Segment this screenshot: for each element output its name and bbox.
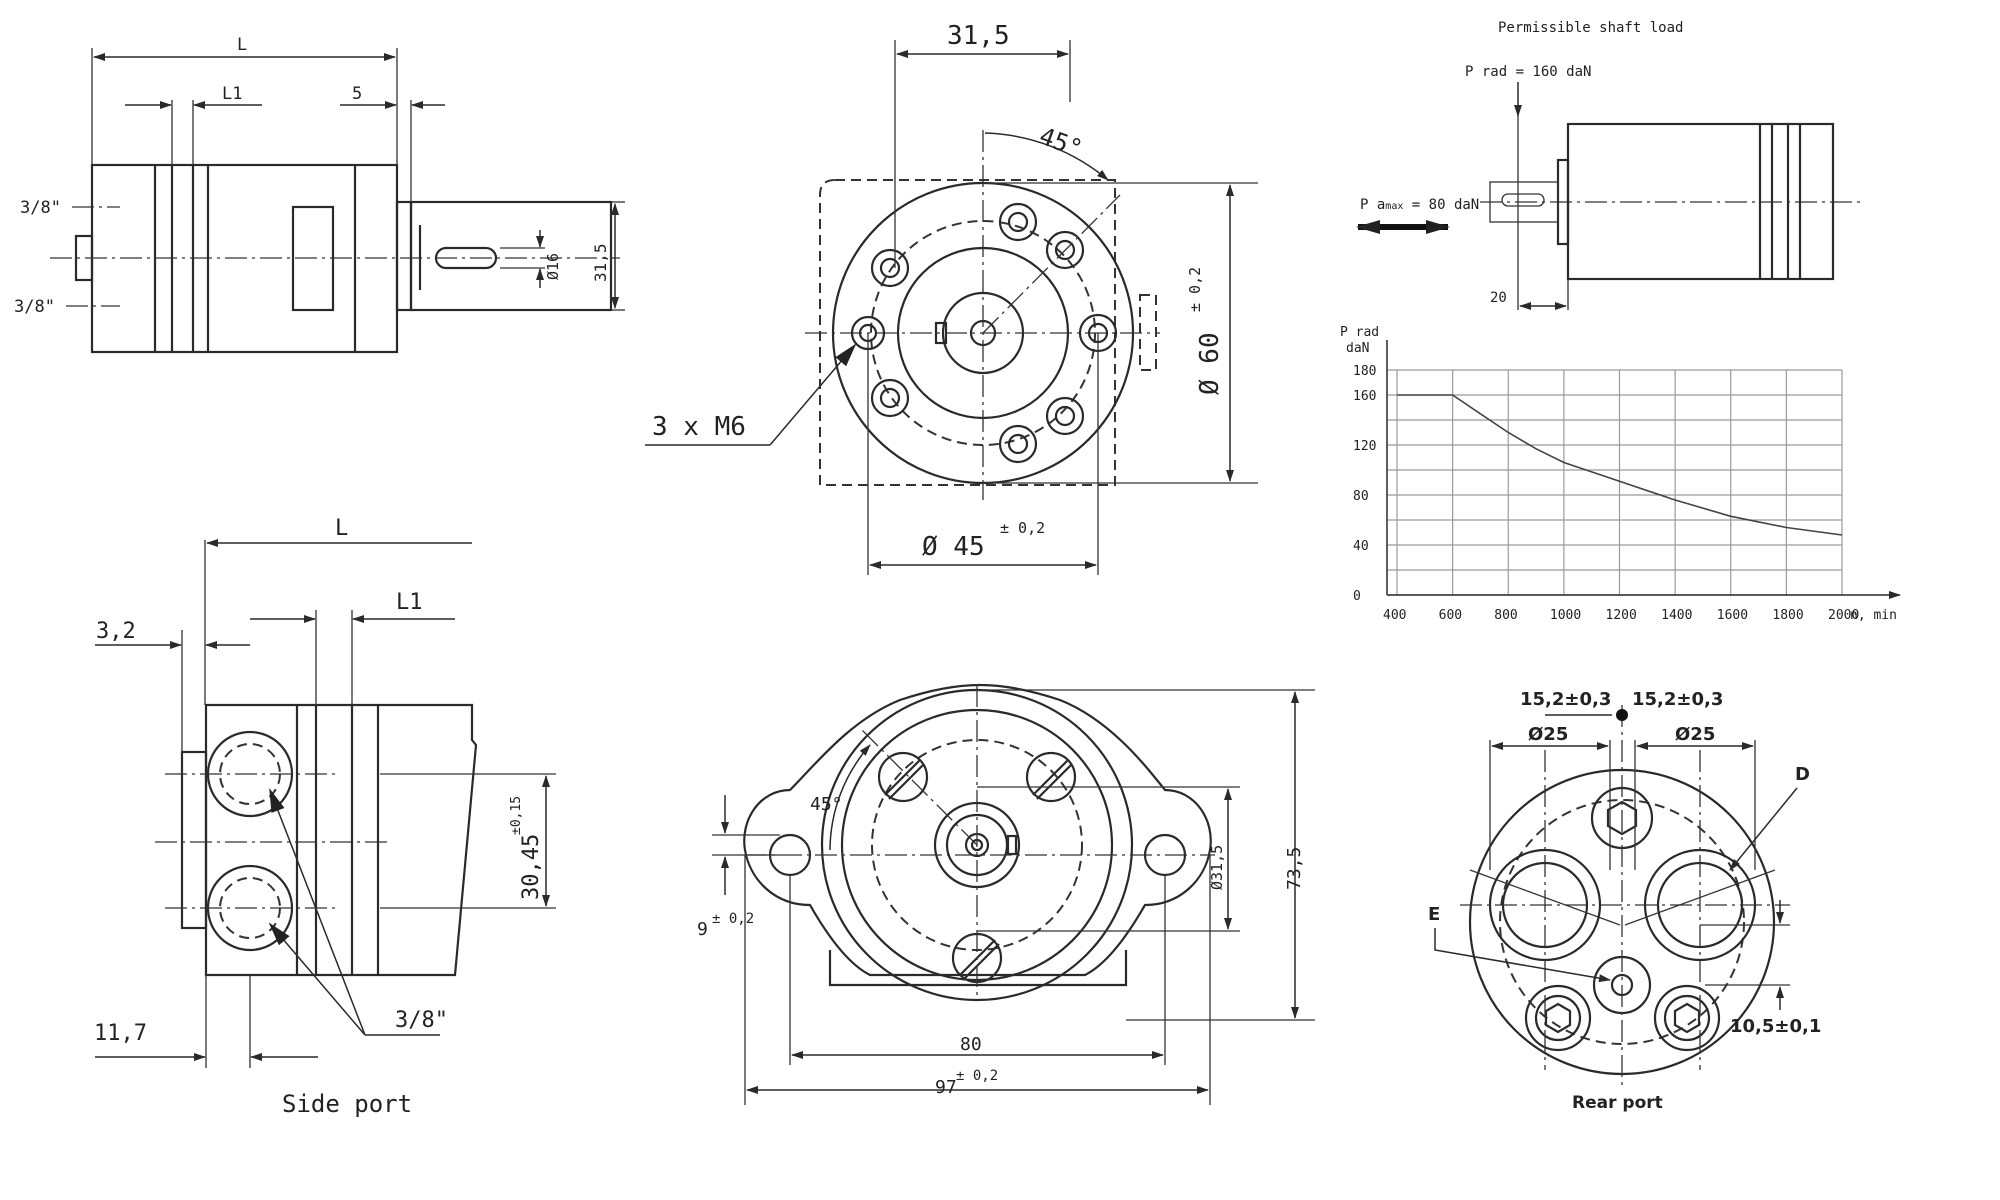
side-port-view: L L1 3,2 30,45 ±0,15 11,7 3/8" Side port [94,516,556,1118]
angle-45: 45° [1036,122,1086,163]
dia-60: Ø 60 [1195,332,1225,395]
rear-port-view: 15,2±0,3 15,2±0,3 Ø25 Ø25 D E 10,5±0,1 R… [1428,689,1821,1113]
chart-xtick-label: 600 [1439,608,1462,623]
dim-5: 5 [352,84,362,104]
dim-73-5: 73,5 [1284,847,1305,890]
tol-60: ± 0,2 [1186,267,1204,312]
side-port-body [204,703,478,977]
side-port-dim-L1: L1 [396,590,423,615]
dim-80: 80 [960,1034,982,1055]
chart-ytick-label: 40 [1353,539,1369,554]
label-E: E [1428,904,1440,925]
chart-ytick-label: 120 [1353,439,1376,454]
oval-flange [743,683,1212,977]
port-upper-label: 3/8" [20,198,61,218]
p-rad-label: P rad = 160 daN [1465,64,1591,80]
chart-xtick-label: 1000 [1550,608,1581,623]
chart-xtick-label: 2000 [1828,608,1859,623]
p-amax-label: P amax = 80 daN [1360,197,1479,213]
chart-series-line [1397,394,1843,536]
dim-dia-31-5: Ø31,5 [1208,845,1226,890]
chart-ylabel-2: daN [1346,341,1369,356]
rear-plug-left [1524,984,1592,1052]
chart-xtick-label: 1600 [1717,608,1748,623]
port-collar [180,750,208,930]
tol-30-45: ±0,15 [509,796,524,835]
rear-dia-right: Ø25 [1675,724,1715,745]
port-lower-label: 3/8" [14,297,55,317]
flange-angle-45: 45° [810,794,843,815]
tol-45: ± 0,2 [1000,519,1045,537]
chart-ytick-label: 80 [1353,489,1369,504]
dim-11-7: 11,7 [94,1021,147,1046]
chart-xtick-label: 1800 [1772,608,1803,623]
shaft-diameter-dim: Ø16 [544,253,562,280]
chart-grid [1387,369,1843,596]
hidden-body-outline [819,179,1116,486]
shaft-load-title: Permissible shaft load [1498,20,1683,36]
chart-xtick-label: 800 [1494,608,1517,623]
chart-ytick-label: 0 [1353,589,1361,604]
rear-plug-right [1653,984,1721,1052]
side-port-thread: 3/8" [395,1008,448,1033]
bolt-spec-3xM6: 3 x M6 [652,412,746,442]
rear-dia-left: Ø25 [1528,724,1568,745]
tol-9: ± 0,2 [712,911,754,927]
bolt-holes [850,202,1118,464]
chart-ticks: 400 600 800 1000 1200 1400 1600 1800 2000 0 40 80 12… [1353,364,1859,623]
dim-3-2: 3,2 [96,619,136,644]
chart-ytick-label: 160 [1353,389,1376,404]
side-port-caption: Side port [282,1090,412,1118]
flange-collar [395,200,413,312]
dim-9: 9 [697,919,708,940]
chart-xtick-label: 400 [1383,608,1406,623]
side-view: L L1 5 3/8" 3/8" Ø16 31,5 [14,35,625,354]
dim-31-5-top: 31,5 [947,21,1010,51]
dim-L: L [237,35,247,55]
front-view: 45° 31,5 Ø 60 ± 0,2 Ø 45 ± 0,2 3 x M6 [645,21,1258,575]
chart-xtick-label: 1400 [1661,608,1692,623]
rear-port-caption: Rear port [1572,1093,1663,1113]
dim-97: 97 [935,1077,957,1098]
chart-ylabel-1: P rad [1340,325,1379,340]
rear-dim-bottom: 10,5±0,1 [1730,1016,1821,1037]
chart-xtick-label: 1200 [1606,608,1637,623]
dim-30-45: 30,45 [519,834,544,900]
tol-97: ± 0,2 [956,1068,998,1084]
chart-ytick-label: 180 [1353,364,1376,379]
dia-45: Ø 45 [922,532,985,562]
dim-20: 20 [1490,290,1507,306]
side-port-dim-L: L [335,516,348,541]
shaft-height-dim: 31,5 [591,243,610,282]
label-D: D [1795,764,1810,785]
flange-view: 45° 9 ± 0,2 Ø31,5 73,5 80 97 ± 0,2 [697,683,1315,1105]
rear-dim-right: 15,2±0,3 [1632,689,1723,710]
shaft [409,200,613,312]
dim-L1: L1 [222,84,242,104]
rear-dim-left: 15,2±0,3 [1520,689,1611,710]
chart-xlabel: n, min [1850,608,1897,623]
shaft-load-view: Permissible shaft load P rad = 160 daN 2… [1340,20,1901,623]
